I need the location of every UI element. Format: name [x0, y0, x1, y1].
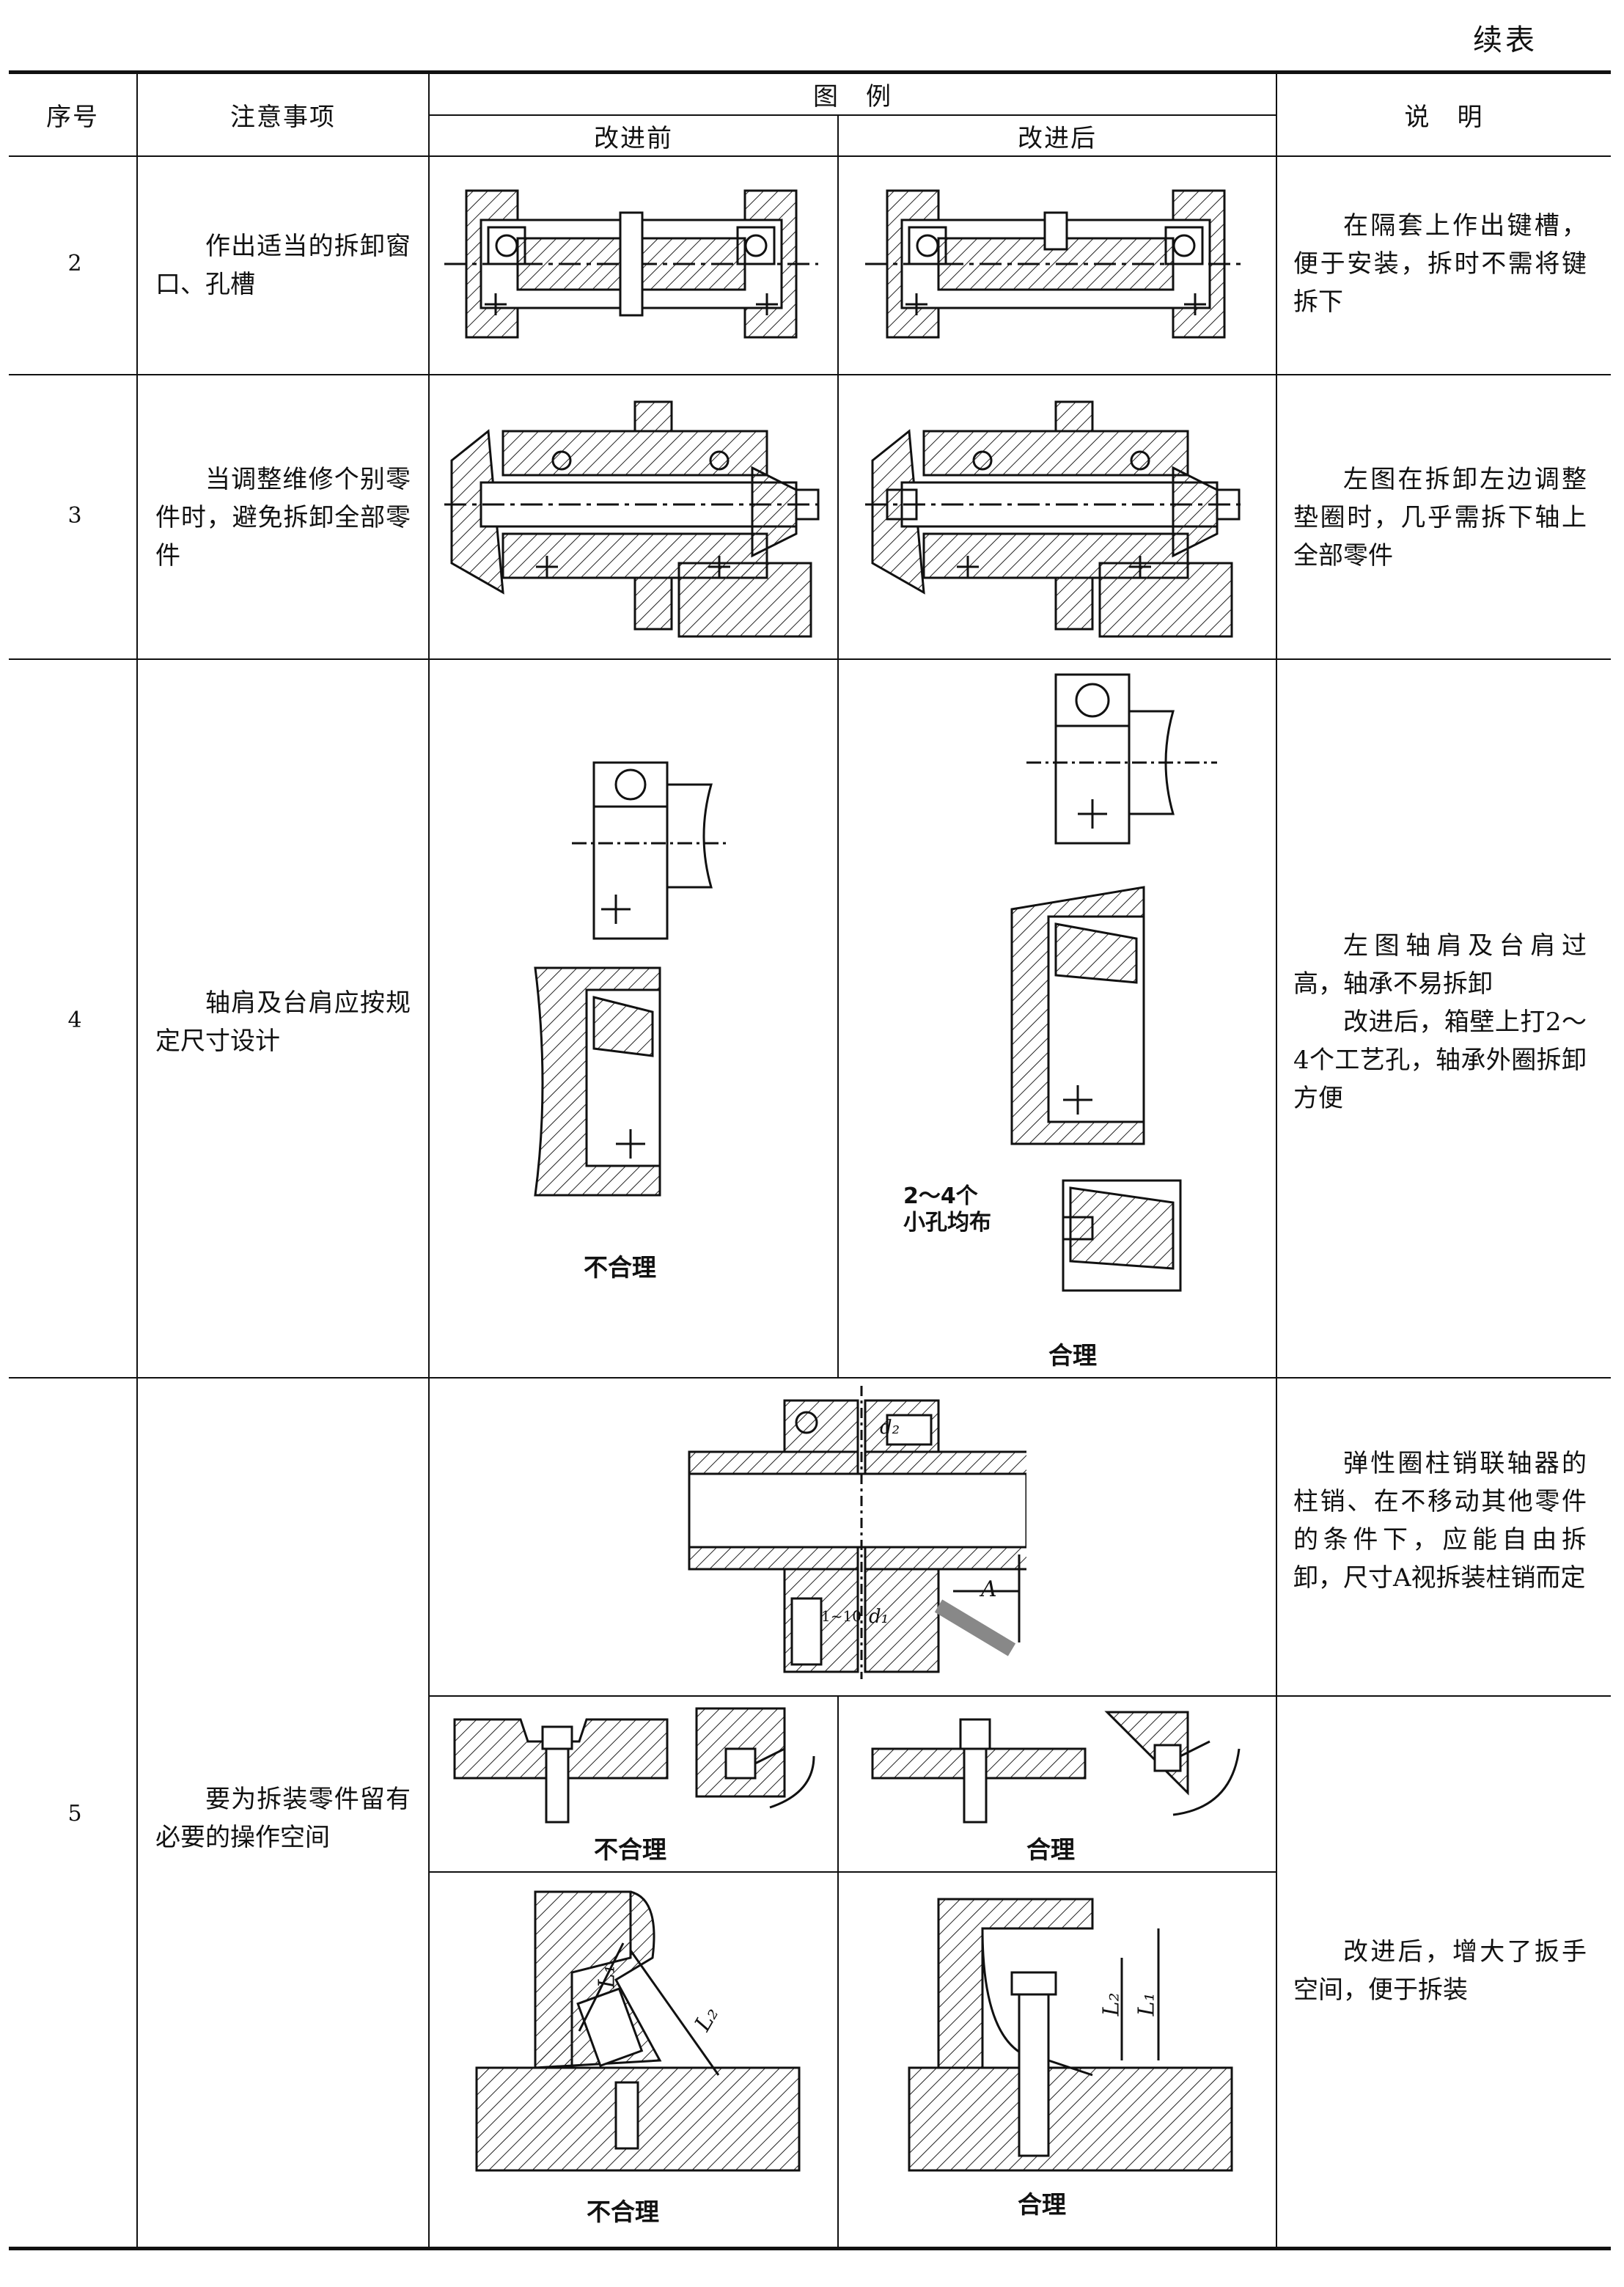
row-3-no: 3: [67, 503, 82, 529]
col-sep-2: [428, 70, 430, 2248]
row-3-before-figure: [444, 400, 820, 638]
continued-label: 续表: [1473, 23, 1537, 57]
row-2-item: 作出适当的拆卸窗口、孔槽: [155, 232, 411, 299]
header-before: 改进前: [594, 123, 673, 153]
dim-l2-after: L₂: [1098, 1992, 1125, 2016]
row-5c-after-caption: 合理: [1018, 2190, 1066, 2219]
dim-d2: d₂: [880, 1417, 900, 1439]
row-3-explain: 左图在拆卸左边调整垫圈时，几乎需拆下轴上全部零件: [1293, 465, 1587, 570]
row-4-no: 4: [67, 1007, 82, 1033]
dim-d1: d₁: [869, 1606, 889, 1628]
row-4-before-figure: [534, 761, 726, 1197]
header-figure: 图 例: [813, 81, 892, 111]
row5b-rule: [428, 1871, 1276, 1873]
dim-gap: 1~10: [821, 1607, 861, 1625]
row-5-explain-2: 改进后，增大了扳手空间，便于拆装: [1293, 1937, 1587, 2005]
header-explain: 说 明: [1404, 102, 1484, 132]
table-bottom-rule: [9, 2247, 1611, 2250]
row5a-rule: [428, 1695, 1611, 1697]
row-5b-after-caption: 合理: [1026, 1835, 1075, 1864]
row-4-item: 轴肩及台肩应按规定尺寸设计: [155, 988, 411, 1056]
row-2-before-figure: [444, 189, 818, 339]
row-5c-after-figure: [908, 1898, 1233, 2172]
col-sep-3b: [837, 1695, 839, 2248]
col-sep-4: [1276, 70, 1277, 2248]
row-4-explain-2: 改进后，箱壁上打2～4个工艺孔，轴承外圈拆卸方便: [1293, 1007, 1587, 1113]
row-2-after-figure: [865, 189, 1246, 339]
table-top-rule: [9, 70, 1611, 74]
header-no: 序号: [46, 102, 99, 132]
row-4-explain-1: 左图轴肩及台肩过高，轴承不易拆卸: [1293, 931, 1587, 999]
row-5-item: 要为拆装零件留有必要的操作空间: [155, 1785, 411, 1852]
row-5b-before-figure: [453, 1707, 815, 1824]
row-5c-before-caption: 不合理: [587, 2198, 659, 2226]
dim-l1-after: L₁: [1134, 1992, 1160, 2016]
row-5c-before-figure: [475, 1890, 801, 2172]
dim-a: A: [981, 1576, 997, 1602]
row4-bottom-rule: [9, 1377, 1611, 1379]
row-5-no: 5: [67, 1801, 82, 1827]
header-mid-rule: [428, 114, 1276, 116]
header-bottom-rule: [9, 155, 1611, 157]
row-4-after-holes-caption: 2～4个 小孔均布: [903, 1183, 991, 1236]
header-item: 注意事项: [230, 102, 336, 132]
row-5b-after-figure: [871, 1711, 1241, 1824]
row-2-explain: 在隔套上作出键槽，便于安装，拆时不需将键拆下: [1293, 211, 1587, 317]
row-4-after-caption: 合理: [1048, 1341, 1097, 1370]
header-after: 改进后: [1018, 123, 1097, 153]
row-3-after-figure: [865, 400, 1246, 638]
row3-bottom-rule: [9, 658, 1611, 660]
row-3-item: 当调整维修个别零件时，避免拆卸全部零件: [155, 465, 411, 570]
row2-bottom-rule: [9, 374, 1611, 375]
row-2-no: 2: [67, 251, 82, 276]
row-5b-before-caption: 不合理: [594, 1835, 666, 1864]
row-4-before-caption: 不合理: [584, 1253, 656, 1282]
dim-l1-before: L₁: [594, 1964, 620, 1989]
row-5-coupling-figure: [688, 1386, 1026, 1679]
col-sep-1: [136, 70, 138, 2248]
col-sep-3: [837, 114, 839, 1377]
row-5-explain-1: 弹性圈柱销联轴器的柱销、在不移动其他零件的条件下，应能自由拆卸，尺寸A视拆装柱销…: [1293, 1449, 1587, 1593]
row-4-after-figure: [1010, 673, 1217, 1292]
